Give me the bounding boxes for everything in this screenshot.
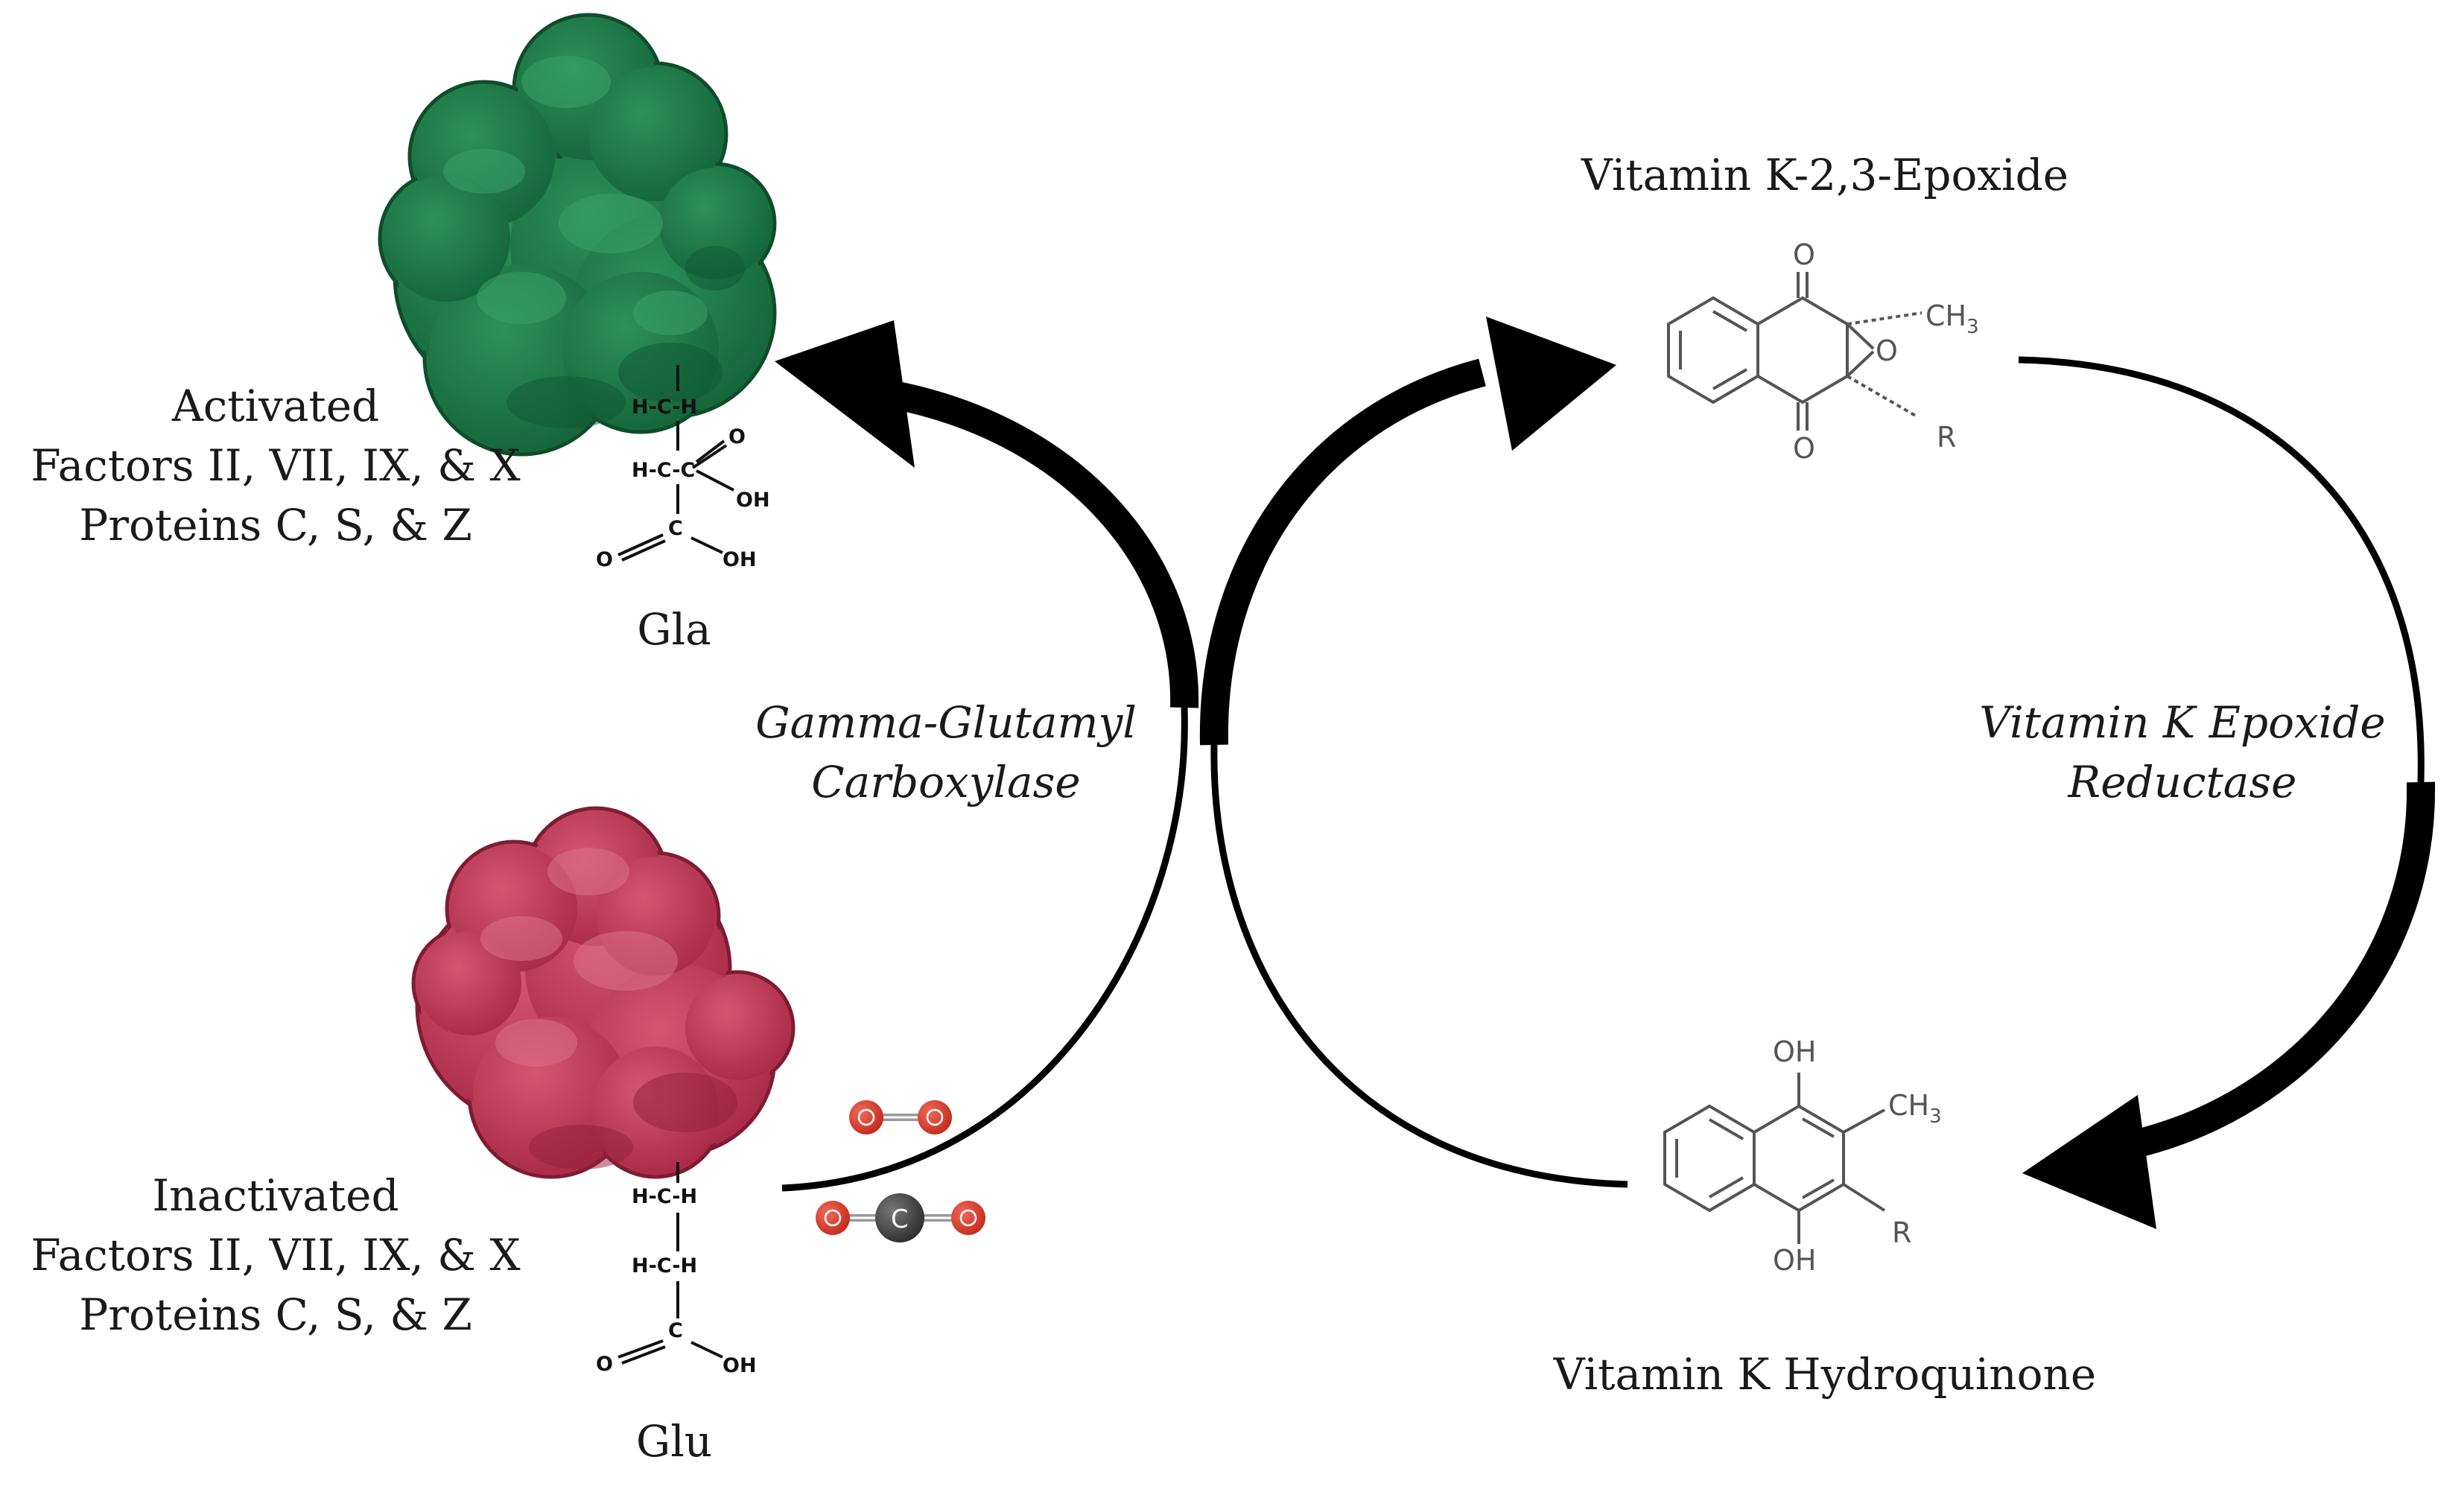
reductase-arrow xyxy=(2022,781,2436,1229)
glu-structure xyxy=(617,1162,723,1365)
glu-label: Glu xyxy=(635,1416,713,1467)
gla-oh-upper: OH xyxy=(736,489,770,512)
carbon-dioxide-molecule: C xyxy=(816,1193,985,1242)
carboxylase-arrow xyxy=(775,320,1199,708)
gla-structure xyxy=(617,365,734,562)
epoxide-to-reductase-thin-arc xyxy=(2018,356,2425,783)
right-cycle-thin-arc xyxy=(1210,744,1628,1188)
glu-hch-lower: H-C-H xyxy=(632,1254,697,1277)
hydroquinone-to-epoxide-arrow xyxy=(1199,317,1616,746)
epoxide-ring-o: O xyxy=(1876,334,1898,367)
reductase-label: Vitamin K Epoxide Reductase xyxy=(1979,697,2386,807)
oxygen-molecule xyxy=(849,1100,952,1134)
hydroquinone-ch3: CH3 xyxy=(1888,1089,1942,1128)
epoxide-structure xyxy=(1667,272,1922,431)
gla-hch-text: H-C-H xyxy=(632,396,697,419)
epoxide-r: R xyxy=(1937,421,1956,454)
glu-hch-upper: H-C-H xyxy=(632,1185,697,1208)
gla-o-upper: O xyxy=(728,425,746,448)
hydroquinone-r: R xyxy=(1892,1216,1911,1249)
hydroquinone-structure xyxy=(1663,1073,1886,1244)
epoxide-ch3: CH3 xyxy=(1925,299,1979,338)
hydroquinone-oh-top: OH xyxy=(1773,1035,1816,1068)
glu-oh-text: OH xyxy=(723,1354,757,1377)
epoxide-o-bottom: O xyxy=(1793,432,1815,465)
gla-label: Gla xyxy=(637,604,711,655)
glu-o-text: O xyxy=(596,1353,613,1376)
activated-label: Activated Factors II, VII, IX, & X Prote… xyxy=(31,381,521,550)
inactivated-label: Inactivated Factors II, VII, IX, & X Pro… xyxy=(31,1170,521,1340)
epoxide-o-top: O xyxy=(1793,238,1815,271)
hydroquinone-label: Vitamin K Hydroquinone xyxy=(1553,1349,2097,1400)
epoxide-label: Vitamin K-2,3-Epoxide xyxy=(1581,150,2069,200)
gla-o-lower: O xyxy=(596,548,613,571)
hydroquinone-oh-bottom: OH xyxy=(1773,1244,1816,1277)
co2-carbon-label: C xyxy=(891,1204,909,1234)
activated-protein-blob xyxy=(378,13,777,457)
left-cycle-thin-arc xyxy=(781,707,1188,1192)
gla-oh-lower: OH xyxy=(723,548,757,571)
glu-c-text: C xyxy=(668,1319,683,1342)
gla-c-text: C xyxy=(668,517,683,540)
carboxylase-label: Gamma-Glutamyl Carboxylase xyxy=(755,697,1137,807)
inactivated-protein-blob xyxy=(411,806,796,1179)
gla-hcc-text: H-C-C xyxy=(632,459,695,482)
